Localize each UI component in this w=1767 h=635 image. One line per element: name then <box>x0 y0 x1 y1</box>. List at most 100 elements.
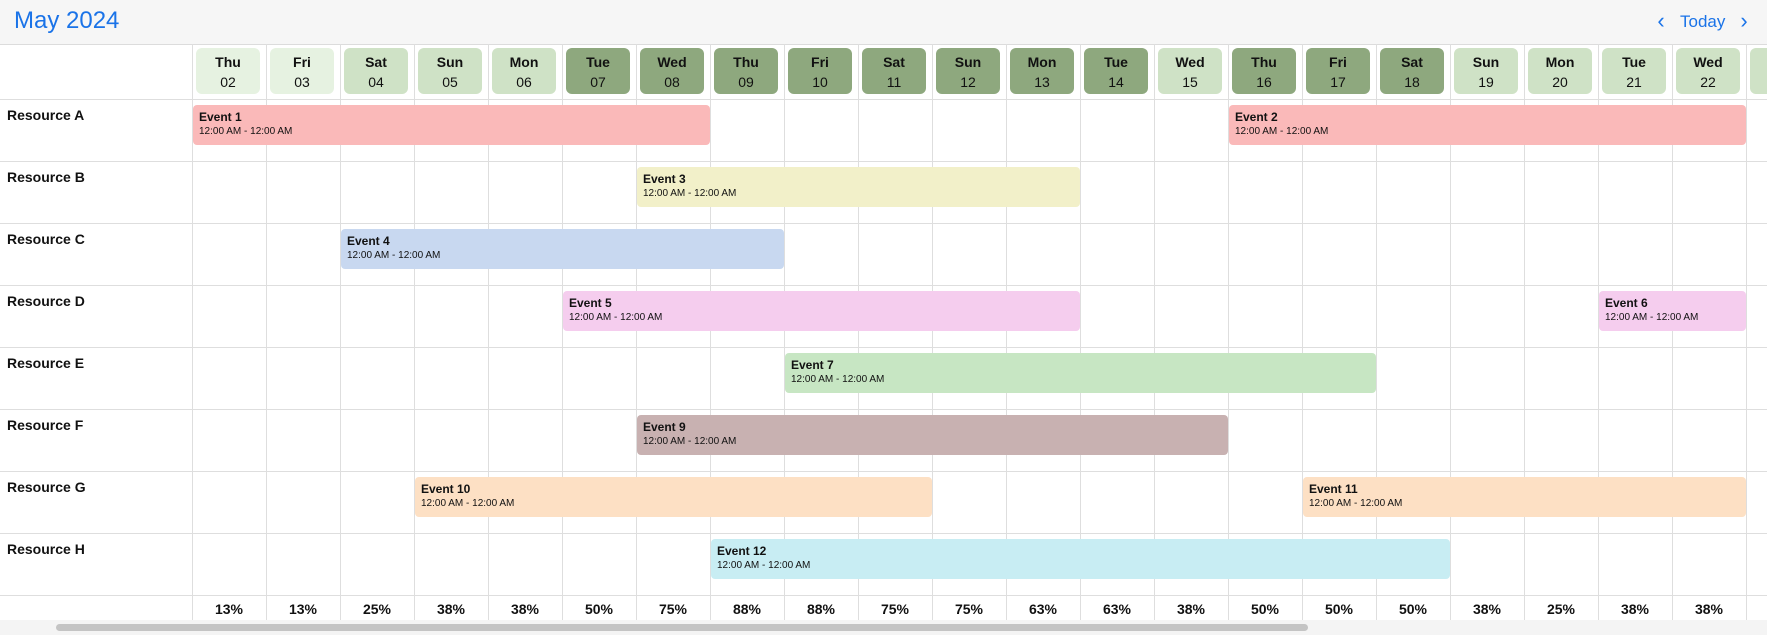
chevron-left-icon[interactable]: ‹ <box>1657 8 1665 33</box>
day-name: Wed <box>657 54 687 70</box>
grid-column-line <box>1376 44 1377 620</box>
grid-column-line <box>488 44 489 620</box>
day-number: 05 <box>442 74 458 90</box>
occupancy-percent: 13% <box>288 601 318 617</box>
day-name: Mon <box>1545 54 1575 70</box>
event-time: 12:00 AM - 12:00 AM <box>643 188 737 199</box>
day-number: 15 <box>1182 74 1198 90</box>
occupancy-percent: 38% <box>436 601 466 617</box>
event-time: 12:00 AM - 12:00 AM <box>199 126 293 137</box>
day-header[interactable]: Thu 02 <box>196 48 260 94</box>
event-time: 12:00 AM - 12:00 AM <box>1309 498 1403 509</box>
day-header[interactable]: Sat 04 <box>344 48 408 94</box>
grid-row-line <box>0 223 1767 224</box>
grid-column-line <box>192 44 193 620</box>
grid-column-line <box>1154 44 1155 620</box>
grid-row-line <box>0 471 1767 472</box>
event-time: 12:00 AM - 12:00 AM <box>791 374 885 385</box>
grid-row-line <box>0 347 1767 348</box>
occupancy-percent: 50% <box>1398 601 1428 617</box>
day-name: Fri <box>811 54 829 70</box>
day-name: Fri <box>293 54 311 70</box>
day-name: Sun <box>1472 54 1500 70</box>
occupancy-percent: 25% <box>1546 601 1576 617</box>
grid-column-line <box>1598 44 1599 620</box>
grid-column-line <box>784 44 785 620</box>
day-header[interactable]: Thu 09 <box>714 48 778 94</box>
chevron-right-icon[interactable]: › <box>1740 8 1748 33</box>
day-header[interactable]: Wed 15 <box>1158 48 1222 94</box>
day-name: Thu <box>733 54 759 70</box>
day-name: Thu <box>215 54 241 70</box>
grid-column-line <box>1672 44 1673 620</box>
day-number: 02 <box>220 74 236 90</box>
day-name: Thu <box>1251 54 1277 70</box>
day-header[interactable]: Wed 08 <box>640 48 704 94</box>
day-number: 20 <box>1552 74 1568 90</box>
resource-label: Resource C <box>7 231 85 247</box>
occupancy-percent: 75% <box>658 601 688 617</box>
grid-row-line <box>0 595 1767 596</box>
day-number: 22 <box>1700 74 1716 90</box>
event-time: 12:00 AM - 12:00 AM <box>1605 312 1699 323</box>
day-name: Sat <box>365 54 387 70</box>
day-number: 14 <box>1108 74 1124 90</box>
calendar-header: May 2024 ‹ Today › <box>0 0 1767 45</box>
grid-column-line <box>1006 44 1007 620</box>
day-name: Tue <box>1104 54 1128 70</box>
day-number: 18 <box>1404 74 1420 90</box>
resource-label: Resource B <box>7 169 85 185</box>
day-number: 09 <box>738 74 754 90</box>
scrollbar-thumb[interactable] <box>56 624 1308 631</box>
day-header[interactable] <box>1750 48 1767 94</box>
day-number: 11 <box>886 74 902 90</box>
event-title: Event 10 <box>421 482 471 496</box>
occupancy-percent: 63% <box>1028 601 1058 617</box>
day-number: 04 <box>368 74 384 90</box>
day-number: 08 <box>664 74 680 90</box>
grid-column-line <box>1080 44 1081 620</box>
grid-column-line <box>1228 44 1229 620</box>
resource-label: Resource A <box>7 107 85 123</box>
event-bar[interactable]: Event 3 12:00 AM - 12:00 AM <box>637 167 1080 207</box>
grid-row-line <box>0 161 1767 162</box>
day-name: Tue <box>586 54 610 70</box>
grid-column-line <box>1450 44 1451 620</box>
horizontal-scrollbar[interactable] <box>0 620 1767 635</box>
occupancy-percent: 50% <box>1324 601 1354 617</box>
grid-column-line <box>858 44 859 620</box>
today-button[interactable]: Today <box>1680 12 1726 31</box>
day-header[interactable]: Mon 20 <box>1528 48 1592 94</box>
event-title: Event 4 <box>347 234 390 248</box>
resource-label: Resource G <box>7 479 86 495</box>
day-header[interactable]: Tue 14 <box>1084 48 1148 94</box>
day-name: Wed <box>1175 54 1205 70</box>
event-title: Event 3 <box>643 172 686 186</box>
grid-column-line <box>266 44 267 620</box>
